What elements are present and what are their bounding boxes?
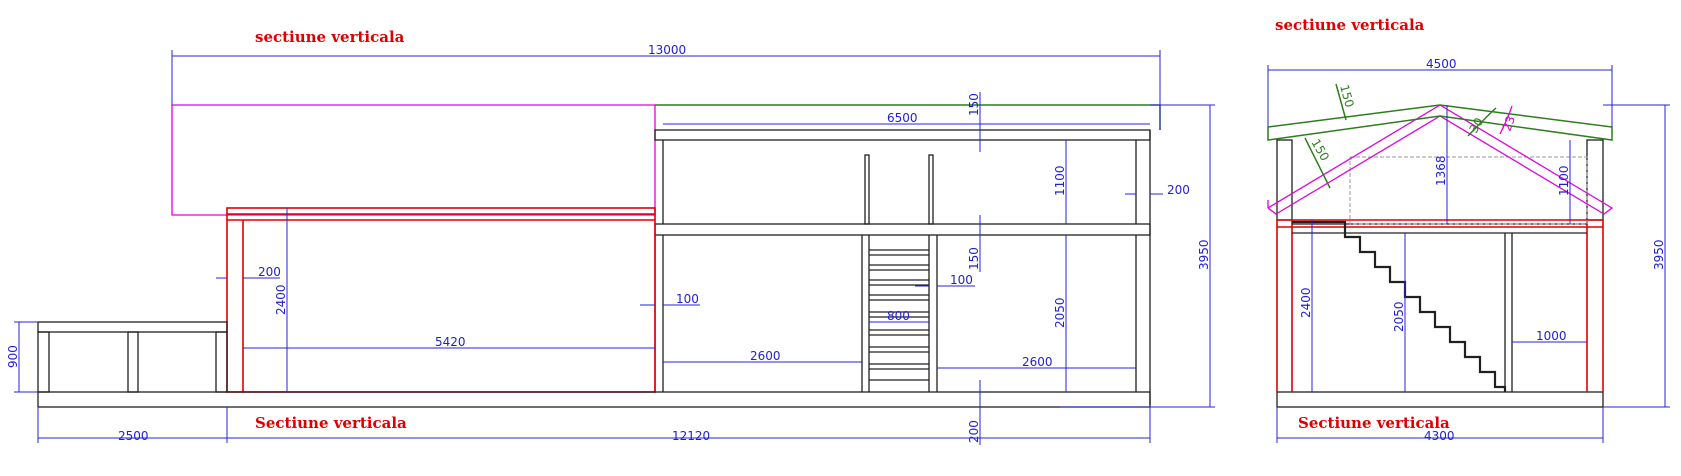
dim-height-2050-right: 2050 <box>1392 301 1406 332</box>
upper-roof-slab <box>654 129 1151 141</box>
right-foundation-slab <box>1276 391 1604 408</box>
right-dimensions: 4500 150 150 30 23 1368 1100 2400 2050 1… <box>1267 57 1670 443</box>
dim-wall-100-a: 100 <box>676 292 699 306</box>
upper-overhang-outline <box>171 104 656 216</box>
roof-angle-arc-b <box>1499 105 1513 135</box>
dim-base-200: 200 <box>967 420 981 443</box>
dim-height-2050-left: 2050 <box>1053 297 1067 328</box>
title-top-left: sectiune verticala <box>255 28 405 46</box>
dim-span-2600-b: 2600 <box>1022 355 1053 369</box>
dim-height-3950-left: 3950 <box>1197 239 1211 270</box>
dim-span-1000: 1000 <box>1536 329 1567 343</box>
stair-treads <box>869 249 929 381</box>
title-top-right: sectiune verticala <box>1275 16 1425 34</box>
title-bottom-right: Sectiune verticala <box>1298 414 1450 432</box>
left-section: sectiune verticala Sectiune verticala <box>6 28 1215 445</box>
dim-base-2500: 2500 <box>118 429 149 443</box>
dim-height-2400-left: 2400 <box>274 284 288 315</box>
dim-roof-150-a: 150 <box>1337 83 1356 109</box>
dim-slab-150-top: 150 <box>967 93 981 116</box>
railing-left <box>864 154 870 225</box>
right-attic-outline <box>1349 156 1588 225</box>
dim-span-5420: 5420 <box>435 335 466 349</box>
terrace-post-c <box>215 331 228 393</box>
dim-roof-angle: 30 <box>1466 115 1486 135</box>
roof-angle-arc <box>1467 107 1497 137</box>
dim-width-4300: 4300 <box>1424 429 1455 443</box>
dim-upper-floor-length: 6500 <box>887 111 918 125</box>
dim-height-3950-right: 3950 <box>1652 239 1666 270</box>
dim-height-1368: 1368 <box>1434 155 1448 186</box>
dim-roof-150-b: 150 <box>1308 137 1332 164</box>
foundation-slab <box>37 391 1151 408</box>
title-bottom-left: Sectiune verticala <box>255 414 407 432</box>
dim-wall-200-right: 200 <box>1167 183 1190 197</box>
railing-right <box>928 154 934 225</box>
dim-roof-angle-b: 23 <box>1500 114 1518 133</box>
right-wall-left-upper <box>1276 139 1293 221</box>
dim-slab-150-mid: 150 <box>967 247 981 270</box>
right-staircase <box>1292 220 1507 392</box>
dim-height-1100-right: 1100 <box>1557 165 1571 196</box>
dim-span-2600-a: 2600 <box>750 349 781 363</box>
dim-wall-200-left: 200 <box>258 265 281 279</box>
dim-height-900: 900 <box>6 345 20 368</box>
dim-total-length: 13000 <box>648 43 686 57</box>
single-storey-wall-outline <box>226 207 656 393</box>
terrace-post-b <box>127 331 139 393</box>
dim-base-12120: 12120 <box>672 429 710 443</box>
right-roof-green <box>1267 104 1613 141</box>
terrace-post-a <box>37 331 50 393</box>
terrace-beam <box>37 321 228 333</box>
right-section: sectiune verticala Sectiune verticala <box>1267 16 1670 443</box>
dim-wall-100-b: 100 <box>950 273 973 287</box>
left-dimensions: 13000 6500 150 1100 200 150 2050 3950 20… <box>6 43 1215 445</box>
dim-height-2400-right: 2400 <box>1299 287 1313 318</box>
dim-height-1100: 1100 <box>1053 165 1067 196</box>
mid-floor-slab <box>654 223 1151 236</box>
dim-stair-800: 800 <box>887 309 910 323</box>
dim-width-4500: 4500 <box>1426 57 1457 71</box>
